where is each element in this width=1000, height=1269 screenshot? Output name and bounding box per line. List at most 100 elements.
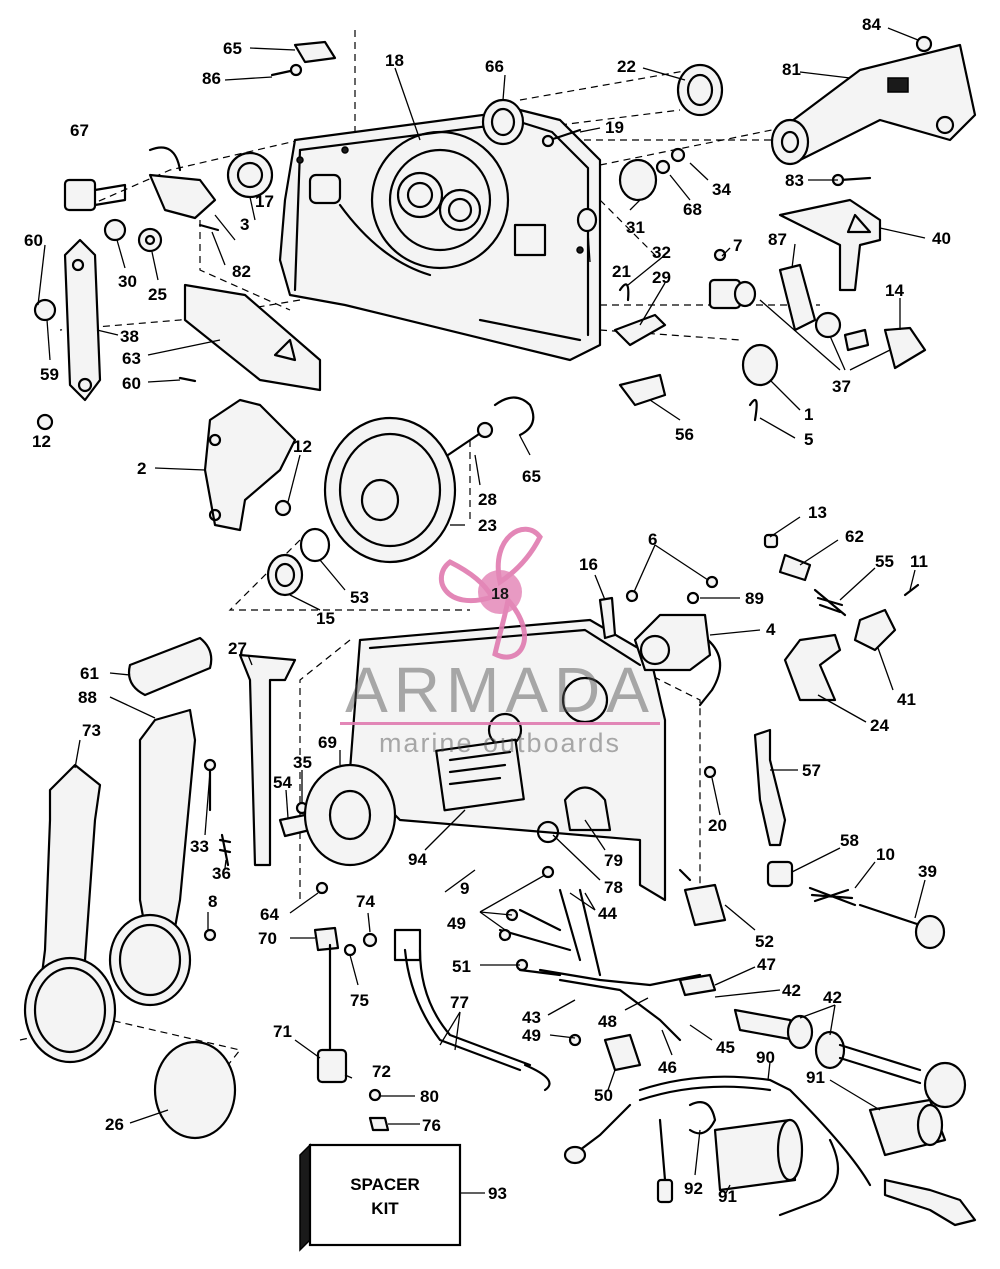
callout-13: 13: [808, 503, 827, 522]
callout-41: 41: [897, 690, 916, 709]
callout-48: 48: [598, 1012, 617, 1031]
watermark-badge: 18: [491, 586, 509, 603]
callout-42-upper: 42: [782, 981, 801, 1000]
callout-86: 86: [202, 69, 221, 88]
housing-rear-18: [278, 108, 602, 362]
callout-33: 33: [190, 837, 209, 856]
wiring-harness: [393, 865, 977, 1227]
propeller-logo-icon: [438, 526, 543, 660]
callout-76: 76: [422, 1116, 441, 1135]
callout-93: 93: [488, 1184, 507, 1203]
callout-78: 78: [604, 878, 623, 897]
leader-lines: [37, 27, 926, 1196]
callout-91-right: 91: [806, 1068, 825, 1087]
callout-9: 9: [460, 879, 469, 898]
callout-36: 36: [212, 864, 231, 883]
callout-65-lower: 65: [522, 467, 541, 486]
callout-29: 29: [652, 268, 671, 287]
callout-5: 5: [804, 430, 813, 449]
callout-46: 46: [658, 1058, 677, 1077]
callout-70: 70: [258, 929, 277, 948]
callout-54: 54: [273, 773, 292, 792]
callout-7: 7: [733, 236, 742, 255]
callout-92: 92: [684, 1179, 703, 1198]
part-callouts: 65 86 18 66 22 84 81 67 19 34 68 83 60 1…: [24, 15, 951, 1206]
callout-49-upper: 49: [447, 914, 466, 933]
callout-83: 83: [785, 171, 804, 190]
housing-front-94: [348, 618, 667, 902]
callout-12-left: 12: [32, 432, 51, 451]
callout-52: 52: [755, 932, 774, 951]
callout-18: 18: [385, 51, 404, 70]
callout-51: 51: [452, 957, 471, 976]
neutral-lock-handle-81: [770, 43, 977, 166]
callout-90: 90: [756, 1048, 775, 1067]
callout-14: 14: [885, 281, 904, 300]
callout-55: 55: [875, 552, 894, 571]
callout-71: 71: [273, 1022, 292, 1041]
callout-65: 65: [223, 39, 242, 58]
callout-59: 59: [40, 365, 59, 384]
callout-10: 10: [876, 845, 895, 864]
callout-32: 32: [652, 243, 671, 262]
callout-4: 4: [766, 620, 776, 639]
spacer-kit-line1: SPACER: [350, 1175, 420, 1194]
callout-89: 89: [745, 589, 764, 608]
callout-60-top: 60: [24, 231, 43, 250]
mid-right-parts: [598, 533, 946, 950]
callout-11: 11: [910, 552, 928, 571]
small-parts: [33, 35, 933, 597]
callout-38: 38: [120, 327, 139, 346]
callout-61: 61: [80, 664, 99, 683]
callout-17: 17: [255, 192, 274, 211]
callout-91-bottom: 91: [718, 1187, 737, 1206]
lower-left-parts: [23, 636, 397, 1140]
callout-34: 34: [712, 180, 731, 199]
callout-77: 77: [450, 993, 469, 1012]
spacer-kit-face: [308, 1143, 462, 1247]
callout-69: 69: [318, 733, 337, 752]
callout-62: 62: [845, 527, 864, 546]
callout-3: 3: [240, 215, 249, 234]
callout-15: 15: [316, 609, 335, 628]
callout-44: 44: [598, 904, 617, 923]
callout-88: 88: [78, 688, 97, 707]
callout-79: 79: [604, 851, 623, 870]
spacer-kit-line2: KIT: [371, 1199, 399, 1218]
callout-50: 50: [594, 1086, 613, 1105]
spacer-kit-box: SPACER KIT: [299, 1143, 485, 1252]
callout-19: 19: [605, 118, 624, 137]
callout-72: 72: [372, 1062, 391, 1081]
callout-40: 40: [932, 229, 951, 248]
callout-57: 57: [802, 761, 821, 780]
callout-81: 81: [782, 60, 801, 79]
callout-22: 22: [617, 57, 636, 76]
callout-84: 84: [862, 15, 881, 34]
callout-43: 43: [522, 1008, 541, 1027]
callout-68: 68: [683, 200, 702, 219]
callout-25: 25: [148, 285, 167, 304]
callout-82: 82: [232, 262, 251, 281]
callout-1: 1: [804, 405, 813, 424]
callout-23: 23: [478, 516, 497, 535]
callout-24: 24: [870, 716, 889, 735]
callout-60-bottom: 60: [122, 374, 141, 393]
callout-31: 31: [626, 218, 645, 237]
callout-53: 53: [350, 588, 369, 607]
armada-watermark: 18 ARMADA marine outboards: [340, 526, 660, 758]
callout-63: 63: [122, 349, 141, 368]
callout-64: 64: [260, 905, 279, 924]
callout-74: 74: [356, 892, 375, 911]
callout-75: 75: [350, 991, 369, 1010]
bracket-40: [778, 198, 882, 292]
callout-87: 87: [768, 230, 787, 249]
watermark-divider: [340, 722, 660, 725]
callout-49-lower: 49: [522, 1026, 541, 1045]
callout-35: 35: [293, 753, 312, 772]
callout-26: 26: [105, 1115, 124, 1134]
callout-37: 37: [832, 377, 851, 396]
callout-73: 73: [82, 721, 101, 740]
callout-94: 94: [408, 850, 427, 869]
callout-80: 80: [420, 1087, 439, 1106]
